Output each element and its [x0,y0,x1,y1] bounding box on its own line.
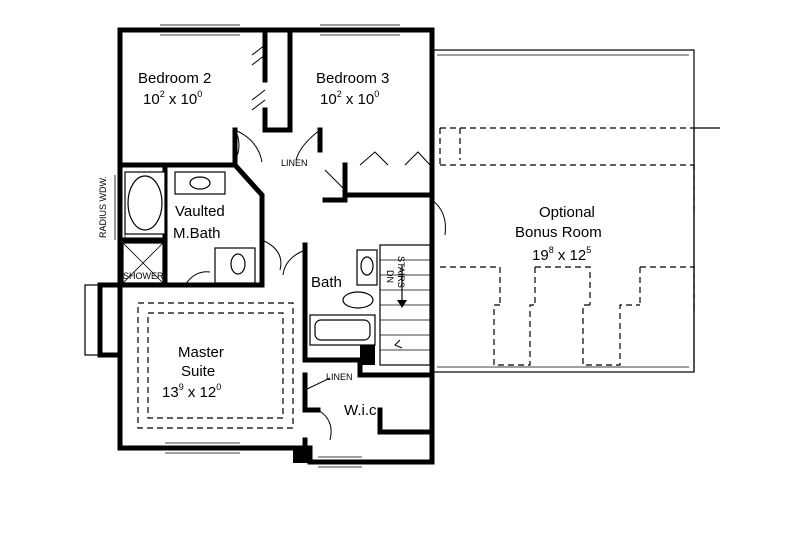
wall-posts [293,345,375,463]
stairs-label: STAIRS [396,256,406,288]
bedroom2-name: Bedroom 2 [138,70,211,87]
doors [184,44,446,441]
bonus-name-line2: Bonus Room [515,224,602,241]
shower-label: SHOWER [123,271,164,281]
master-name-line1: Master [178,344,224,361]
bonus-dimensions: 198 x 125 [532,245,591,264]
master-dimensions: 139 x 120 [162,382,221,401]
bath-name: Bath [311,274,342,291]
bay-window [84,284,121,356]
bonus-dashed-walls [439,127,695,366]
mbath-name-line2: M.Bath [173,225,221,242]
stairs [379,244,431,366]
bedroom2-dimensions: 102 x 100 [143,89,202,108]
bonus-name-line1: Optional [539,204,595,221]
linen-top-label: LINEN [281,158,308,168]
bedroom3-dimensions: 102 x 100 [320,89,379,108]
bedroom3-name: Bedroom 3 [316,70,389,87]
wic-name: W.i.c. [344,402,381,419]
radius-window-label: RADIUS WDW. [98,176,108,238]
room-labels: Bedroom 2 102 x 100 Bedroom 3 102 x 100 … [98,70,602,419]
fixtures [122,171,378,346]
stairs-direction-label: DN [385,270,395,283]
windows [114,24,400,468]
master-tray-ceiling [137,302,294,429]
master-name-line2: Suite [181,363,215,380]
linen-bottom-label: LINEN [326,372,353,382]
mbath-name-line1: Vaulted [175,203,225,220]
